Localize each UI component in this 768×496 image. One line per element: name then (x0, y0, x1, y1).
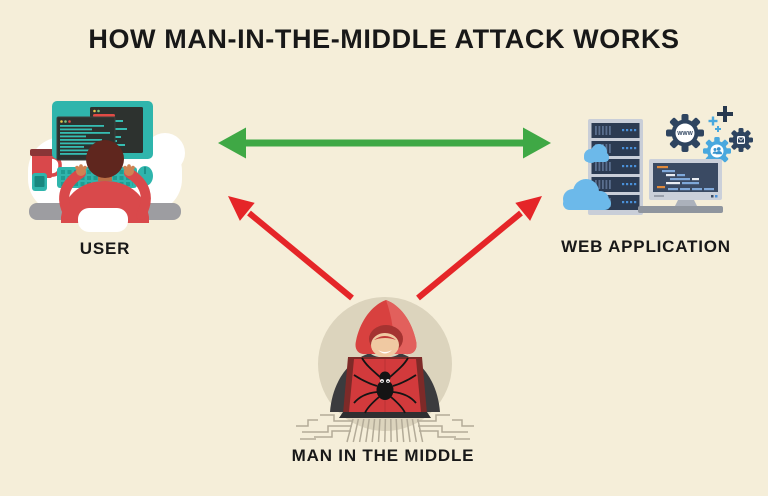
chair-back (78, 208, 128, 232)
hacker-smile (378, 350, 392, 354)
node-web-application: WWW (558, 95, 758, 235)
user-label: USER (79, 239, 131, 258)
web-application-label: WEB APPLICATION (561, 237, 731, 256)
cloud-icon-small (584, 144, 609, 163)
man-in-the-middle-label: MAN IN THE MIDDLE (291, 446, 475, 465)
green-double-arrow (218, 127, 551, 159)
floor-bar (638, 206, 723, 213)
monitor-icon (52, 101, 153, 161)
node-man-in-the-middle (290, 293, 480, 448)
code-monitor-icon (649, 159, 722, 206)
user-at-computer-icon (28, 101, 185, 232)
web-servers-icon: WWW (563, 106, 753, 215)
www-gear-icon: WWW (666, 114, 704, 152)
hacker-face (371, 333, 399, 357)
cloud-icon-large (563, 179, 611, 210)
page-title: HOW MAN-IN-THE-MIDDLE ATTACK WORKS (88, 24, 680, 54)
users-gear-icon (703, 137, 731, 165)
node-user (25, 93, 185, 233)
red-arrow-to-webapp (416, 196, 542, 301)
phone-icon (32, 173, 47, 191)
hacker-hood (355, 300, 417, 357)
spider-icon (353, 357, 417, 414)
plus-icons (708, 106, 733, 132)
mail-gear-icon (729, 128, 753, 152)
circuit-traces (296, 414, 474, 443)
www-gear-label: WWW (677, 131, 693, 137)
hooded-hacker-spider-laptop-icon (296, 297, 474, 443)
code-window-left (56, 116, 116, 161)
red-arrow-to-user (228, 196, 354, 301)
